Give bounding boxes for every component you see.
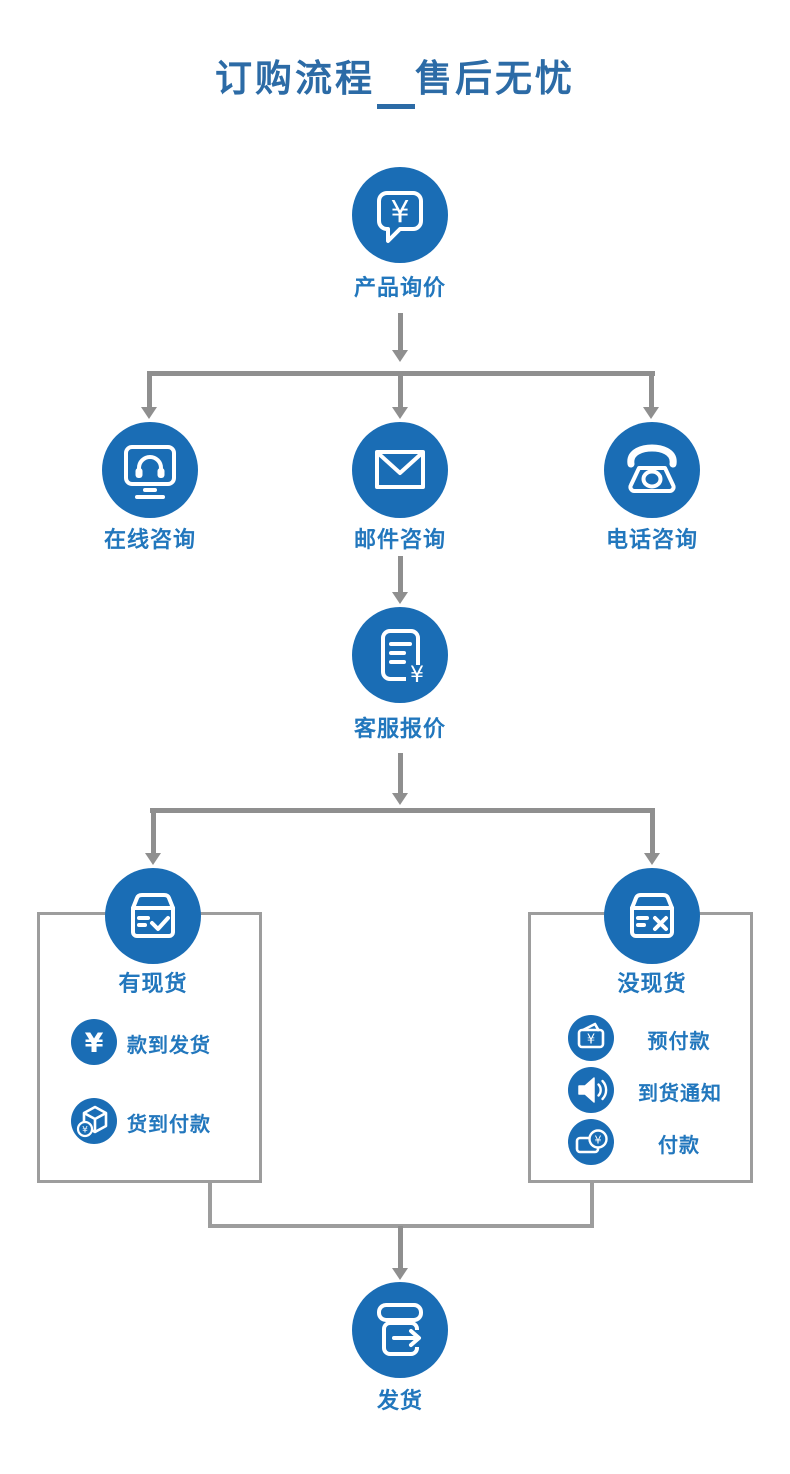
flow-line bbox=[650, 812, 655, 854]
quote-node: ¥ bbox=[352, 607, 448, 703]
package-yuan-icon: ¥ bbox=[76, 1105, 108, 1138]
box-check-icon bbox=[131, 893, 175, 938]
payment-label: 付款 bbox=[658, 1133, 700, 1157]
arrival-notice-item bbox=[568, 1067, 614, 1113]
out-of-stock-node bbox=[604, 868, 700, 964]
flow-line bbox=[649, 375, 654, 408]
in-stock-node bbox=[105, 868, 201, 964]
arrow-down-icon bbox=[392, 592, 408, 604]
arrow-down-icon bbox=[644, 853, 660, 865]
email-consult-label: 邮件咨询 bbox=[353, 528, 447, 553]
speaker-icon bbox=[578, 1077, 608, 1103]
out-of-stock-label: 没现货 bbox=[617, 972, 687, 997]
arrival-notice-label: 到货通知 bbox=[638, 1081, 722, 1105]
box-x-icon bbox=[630, 893, 674, 938]
envelope-icon bbox=[375, 450, 425, 489]
ship-node bbox=[352, 1282, 448, 1378]
in-stock-label: 有现货 bbox=[118, 972, 188, 997]
ship-label: 发货 bbox=[376, 1389, 424, 1414]
arrow-down-icon bbox=[392, 407, 408, 419]
inquiry-node: ¥ bbox=[352, 167, 448, 263]
phone-consult-node bbox=[604, 422, 700, 518]
flow-line bbox=[208, 1180, 212, 1228]
document-yuan-icon: ¥ bbox=[381, 629, 428, 688]
card-yuan-icon: ¥ bbox=[575, 1129, 608, 1154]
telephone-icon bbox=[627, 444, 677, 493]
arrow-down-icon bbox=[392, 1268, 408, 1280]
advance-payment-label: 预付款 bbox=[647, 1029, 711, 1053]
cash-on-delivery-item: ¥ bbox=[71, 1098, 117, 1144]
online-consult-label: 在线咨询 bbox=[103, 528, 197, 553]
monitor-headset-icon bbox=[124, 445, 176, 499]
advance-payment-item: ¥ bbox=[568, 1015, 614, 1061]
flow-line bbox=[398, 313, 403, 351]
email-consult-node bbox=[352, 422, 448, 518]
flow-line bbox=[398, 556, 403, 592]
yuan-sign-icon: ¥ bbox=[85, 1028, 104, 1059]
svg-text:¥: ¥ bbox=[85, 1028, 104, 1059]
title-underline bbox=[377, 104, 415, 109]
svg-text:¥: ¥ bbox=[82, 1126, 88, 1136]
arrow-down-icon bbox=[643, 407, 659, 419]
svg-text:¥: ¥ bbox=[595, 1134, 602, 1147]
speech-bubble-yuan-icon: ¥ bbox=[377, 191, 423, 243]
page-title: 订购流程 售后无忧 bbox=[215, 57, 575, 100]
flow-line bbox=[151, 812, 156, 854]
wallet-yuan-icon: ¥ bbox=[577, 1022, 605, 1049]
cash-on-delivery-label: 货到付款 bbox=[127, 1112, 211, 1136]
quote-label: 客服报价 bbox=[353, 717, 447, 742]
svg-text:¥: ¥ bbox=[587, 1033, 595, 1048]
arrow-down-icon bbox=[141, 407, 157, 419]
branch-line bbox=[147, 371, 655, 376]
arrow-down-icon bbox=[145, 853, 161, 865]
flow-line bbox=[398, 1226, 403, 1269]
flow-line bbox=[147, 375, 152, 408]
inquiry-label: 产品询价 bbox=[353, 276, 447, 301]
flow-line bbox=[590, 1180, 594, 1228]
arrow-down-icon bbox=[392, 350, 408, 362]
flow-line bbox=[398, 375, 403, 408]
svg-text:¥: ¥ bbox=[410, 663, 424, 688]
branch-line bbox=[150, 808, 655, 813]
pay-then-ship-item: ¥ bbox=[71, 1019, 117, 1065]
phone-consult-label: 电话咨询 bbox=[605, 528, 699, 553]
box-arrow-icon bbox=[377, 1303, 424, 1356]
arrow-down-icon bbox=[392, 793, 408, 805]
svg-text:¥: ¥ bbox=[390, 195, 409, 230]
payment-item: ¥ bbox=[568, 1119, 614, 1165]
flow-line bbox=[398, 753, 403, 793]
online-consult-node bbox=[102, 422, 198, 518]
pay-then-ship-label: 款到发货 bbox=[127, 1033, 211, 1057]
